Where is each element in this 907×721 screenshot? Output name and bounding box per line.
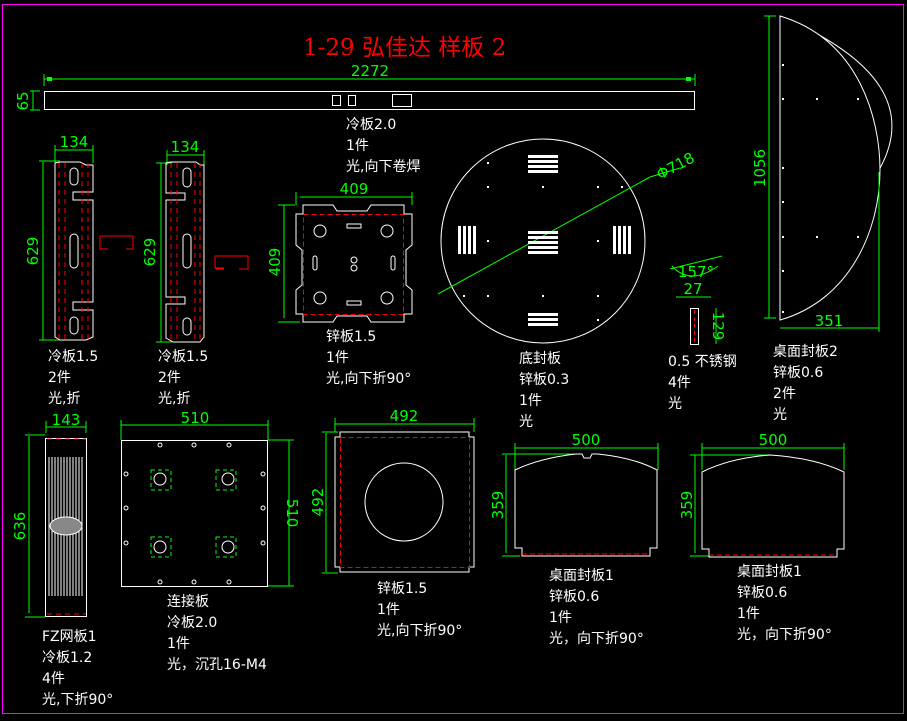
drawing-frame <box>2 4 904 714</box>
dim-width: 500 <box>759 431 788 449</box>
dim-width: 500 <box>572 431 601 449</box>
part-square-plate-409[interactable]: 409 409 <box>266 180 413 323</box>
dim-height: 129 <box>709 312 727 341</box>
dim-width: 134 <box>60 133 89 151</box>
part-desk-cover-1b[interactable]: 500 359 <box>678 431 845 558</box>
part-half-round-cover[interactable]: 1056 351 <box>751 15 893 332</box>
dim-height: 636 <box>11 512 29 541</box>
dim-height: 629 <box>24 237 42 266</box>
dim-height: 1056 <box>751 149 769 187</box>
dim-width: 27 <box>683 280 702 298</box>
dim-width: 2272 <box>351 62 389 80</box>
part-mesh-panel[interactable]: 143 636 <box>11 411 87 618</box>
dim-height: 359 <box>489 491 507 520</box>
part-bottom-cover[interactable]: Φ718 <box>437 138 698 344</box>
part-connection-plate[interactable]: 510 510 <box>120 409 301 587</box>
dim-height: 510 <box>283 499 301 528</box>
dim-width: 351 <box>815 312 844 330</box>
drawing-title: 1-29 弘佳达 样板 2 <box>303 35 507 61</box>
part-desk-cover-1a[interactable]: 500 359 <box>489 431 659 557</box>
dim-angle: 157° <box>678 263 714 281</box>
dim-height: 629 <box>141 238 159 267</box>
dim-width: 143 <box>52 411 81 429</box>
dim-height: 65 <box>14 91 32 110</box>
dim-width: 492 <box>390 407 419 425</box>
dim-height: 409 <box>266 248 284 277</box>
part-small-strip[interactable]: 157° 27 129 <box>669 255 727 345</box>
dim-width: 409 <box>340 180 369 198</box>
dim-height: 492 <box>309 488 327 517</box>
dim-height: 359 <box>678 491 696 520</box>
dim-width: 510 <box>181 409 210 427</box>
part-top-strip[interactable]: 2272 65 <box>14 62 696 111</box>
part-square-plate-492[interactable]: 492 492 <box>309 407 475 574</box>
dim-diameter: Φ718 <box>653 149 697 184</box>
dim-width: 134 <box>171 138 200 156</box>
part-side-bracket-1[interactable]: 134 629 <box>24 133 134 341</box>
part-side-bracket-2[interactable]: 134 629 <box>141 138 249 343</box>
